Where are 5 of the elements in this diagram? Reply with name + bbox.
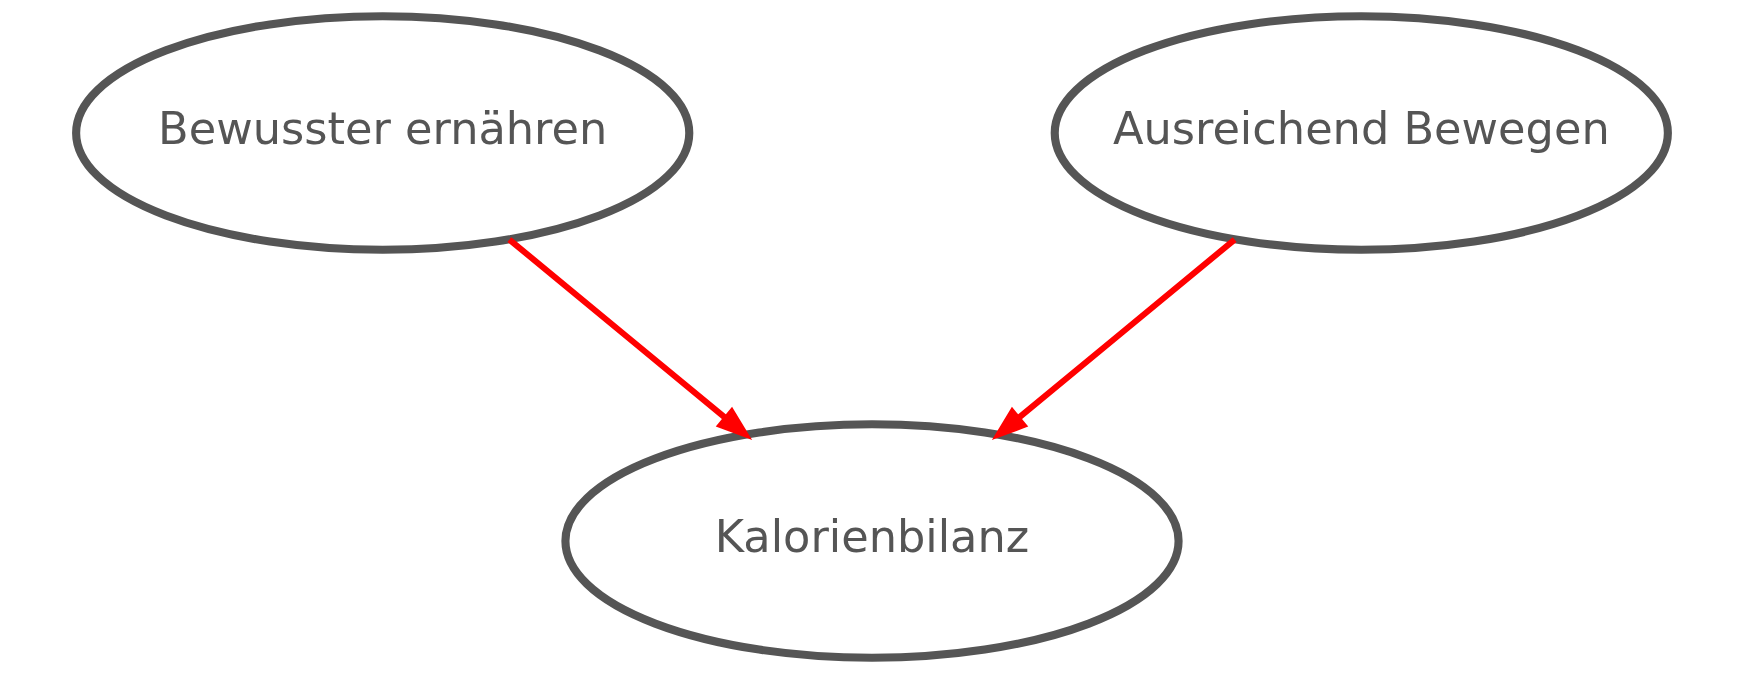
arrow [991, 237, 1237, 441]
node-ellipse: Bewusster ernähren [72, 12, 694, 254]
node-ellipse: Kalorienbilanz [561, 420, 1183, 662]
node-ellipse: Ausreichend Bewegen [1050, 12, 1672, 254]
arrow [507, 237, 753, 441]
